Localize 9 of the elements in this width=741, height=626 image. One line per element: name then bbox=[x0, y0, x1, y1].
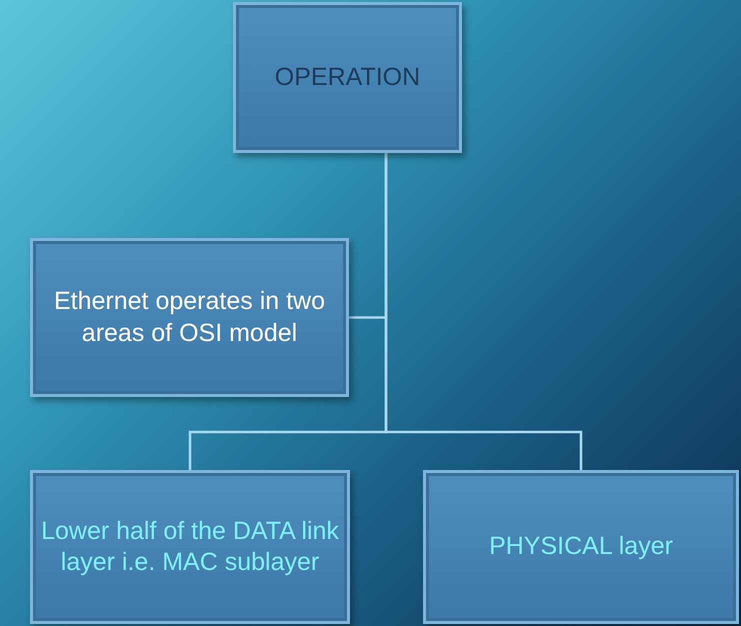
box-label: OPERATION bbox=[274, 62, 420, 93]
process-box bbox=[423, 470, 739, 624]
process-box bbox=[30, 470, 350, 624]
box-label: Lower half of the DATA link layer i.e. MAC sublayer bbox=[41, 516, 339, 578]
box-label: PHYSICAL layer bbox=[489, 531, 673, 562]
process-box bbox=[30, 238, 349, 397]
process-box bbox=[233, 2, 462, 153]
box-label: Ethernet operates in two areas of OSI model bbox=[53, 286, 326, 348]
connector-line bbox=[384, 153, 582, 470]
